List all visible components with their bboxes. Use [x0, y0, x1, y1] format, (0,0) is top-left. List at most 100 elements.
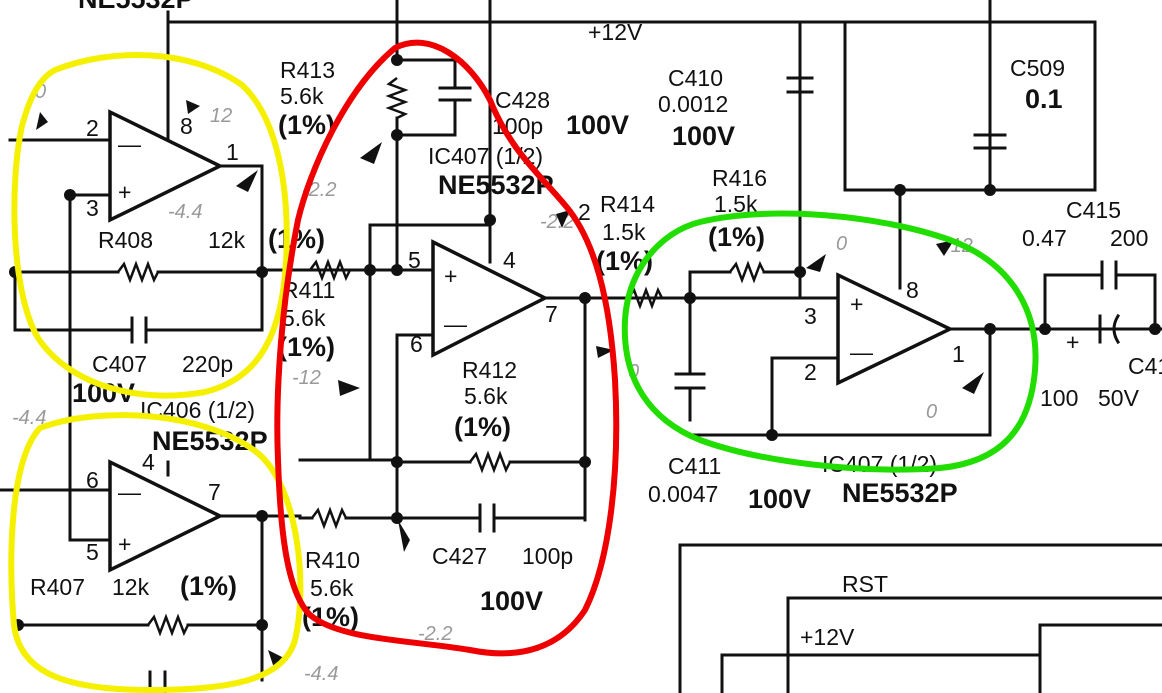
- r407-value: 12k: [112, 574, 150, 600]
- svg-text:+: +: [444, 263, 457, 289]
- ic407a-pin-out: 7: [545, 301, 558, 327]
- capacitor-c509: [973, 133, 1007, 150]
- c410-ref: C410: [668, 65, 723, 91]
- highlight-ring-green: [621, 210, 1039, 473]
- r411-value: 5.6k: [282, 305, 326, 331]
- c407-ref: C407: [92, 351, 147, 377]
- ic407a-pin-inv: 6: [410, 331, 423, 357]
- r413-ref: R413: [280, 57, 335, 83]
- r412-value: 5.6k: [464, 383, 508, 409]
- r412-tol: (1%): [454, 412, 511, 442]
- ic406a-pin-out: 1: [226, 139, 239, 165]
- r413-tol: (1%): [278, 110, 335, 140]
- c427-value: 100p: [522, 543, 573, 569]
- svg-text:+: +: [118, 179, 131, 205]
- ic407a-pin-vminus: 4: [503, 247, 516, 273]
- resistor-r416: [688, 260, 806, 300]
- ic406b-pin-out: 7: [208, 479, 221, 505]
- ic406b-pin-noninv: 5: [86, 539, 99, 565]
- r408-value: 12k: [208, 227, 246, 253]
- probe-mark-c: -4.4: [168, 201, 202, 223]
- c427-ref: C427: [432, 543, 487, 569]
- capacitor-c415: [1043, 260, 1157, 345]
- r414-ref: R414: [600, 191, 655, 217]
- highlight-ring-yellow-bottom: [8, 412, 304, 693]
- probe-mark-e: 0: [836, 233, 847, 255]
- ic406a-pin-vplus: 8: [180, 113, 193, 139]
- c428-ref: C428: [495, 87, 550, 113]
- svg-text:+: +: [850, 291, 863, 317]
- svg-text:—: —: [444, 311, 467, 337]
- rst-block: [678, 543, 1162, 693]
- svg-text:—: —: [118, 131, 141, 157]
- opamp-ic407b: + —: [688, 268, 1162, 441]
- resistor-r414: [627, 286, 802, 422]
- r412-ref: R412: [462, 357, 517, 383]
- c428-rating: 100V: [566, 110, 629, 140]
- ic407b-part: IC407 (1/2): [822, 451, 937, 477]
- ic407b-pin-noninv: 3: [804, 303, 817, 329]
- c410-rating: 100V: [672, 121, 735, 151]
- probe-arrows: [36, 100, 984, 668]
- r413-c428-network: [385, 54, 472, 272]
- r407-ref: R407: [30, 574, 85, 600]
- top-part-label: NE5532P: [78, 0, 194, 14]
- r407-tol: (1%): [180, 571, 237, 601]
- capacitor-c407: [13, 270, 264, 344]
- ic407b-pin-out: 1: [952, 341, 965, 367]
- highlight-ring-red: [274, 39, 620, 657]
- r414-value: 1.5k: [602, 219, 646, 245]
- svg-text:—: —: [850, 339, 873, 365]
- c41x-rating: 50V: [1098, 385, 1140, 411]
- c415-value: 0.47: [1022, 225, 1067, 251]
- c509-ref: C509: [1010, 55, 1065, 81]
- svg-text:+: +: [1066, 329, 1079, 355]
- probe-mark-d: -12: [292, 367, 321, 389]
- probe-mark-h: -2.2: [418, 623, 452, 645]
- ic407b-pin-vplus: 8: [906, 277, 919, 303]
- r411-tol: (1%): [278, 332, 335, 362]
- probe-mark-l: -4.4: [12, 407, 46, 429]
- svg-text:+: +: [118, 531, 131, 557]
- ic407b-pin-inv: 2: [804, 359, 817, 385]
- ic406a-pin-inv: 2: [86, 115, 99, 141]
- ic406b-pin-inv: 6: [86, 467, 99, 493]
- rst-supply: +12V: [800, 624, 855, 650]
- supply-bus-top: [166, 0, 1097, 272]
- c407-value: 220p: [182, 351, 233, 377]
- c410-value: 0.0012: [658, 91, 728, 117]
- svg-text:—: —: [118, 479, 141, 505]
- r411-ref: R411: [282, 277, 335, 303]
- ic407a-pin-noninv: 5: [408, 247, 421, 273]
- highlight-ring-yellow-top: [11, 52, 290, 399]
- ic406b-pin-vminus: 4: [142, 449, 155, 475]
- opamp-ic406a: — +: [8, 109, 268, 542]
- c415-rating: 200: [1110, 225, 1148, 251]
- c509-value: 0.1: [1025, 84, 1063, 114]
- capacitor-c410: [786, 76, 814, 94]
- probe-mark-a: 0: [35, 81, 46, 103]
- r416-tol: (1%): [708, 222, 765, 252]
- ic407a-partname: NE5532P: [438, 170, 554, 200]
- r410-ref: R410: [305, 547, 360, 573]
- c411-value: 0.0047: [648, 481, 718, 507]
- ic407a-note: 2: [578, 199, 591, 225]
- rst-label: RST: [842, 571, 888, 597]
- ic406a-pin-noninv: 3: [86, 195, 99, 221]
- c427-rating: 100V: [480, 586, 543, 616]
- c41x-ref: C41: [1128, 353, 1162, 379]
- c41x-value: 100: [1040, 385, 1078, 411]
- r408-ref: R408: [98, 227, 153, 253]
- r410-value: 5.6k: [310, 575, 354, 601]
- c411-rating: 100V: [748, 484, 811, 514]
- resistor-r408: [9, 260, 264, 284]
- c415-ref: C415: [1066, 197, 1121, 223]
- probe-mark-i: -4.4: [304, 663, 338, 685]
- opamp-ic406b: — +: [0, 459, 302, 682]
- ic406a-probe-value: 12: [210, 105, 232, 127]
- opamp-ic407a: + —: [260, 214, 662, 522]
- c411-ref: C411: [668, 453, 721, 479]
- r413-value: 5.6k: [280, 83, 324, 109]
- probe-mark-f: 0: [926, 401, 937, 423]
